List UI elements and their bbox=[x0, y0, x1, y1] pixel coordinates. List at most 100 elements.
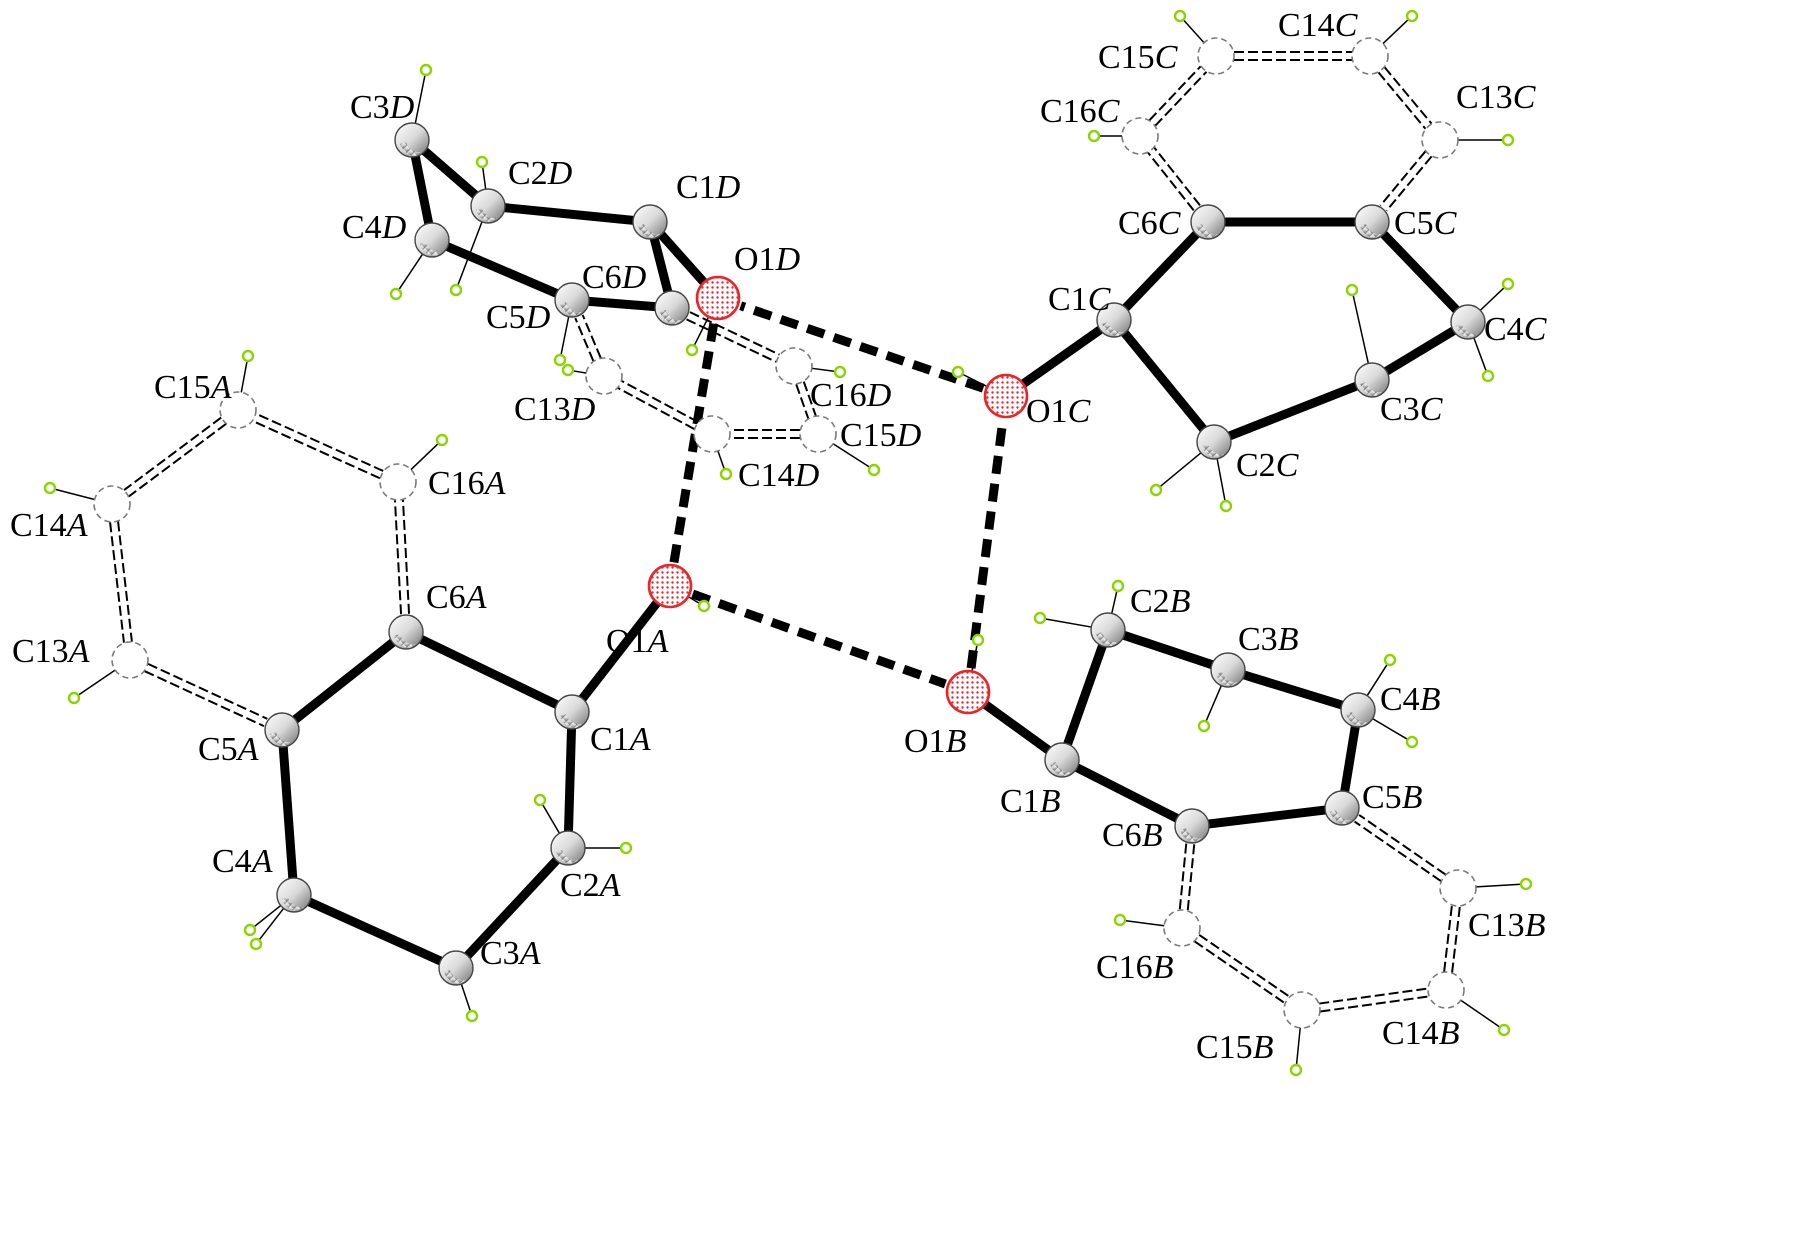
atom-C14B bbox=[1427, 971, 1465, 1009]
bond-C1B-C2B bbox=[1062, 638, 1108, 752]
bond-C5B-C6B bbox=[1201, 805, 1333, 829]
disordered-bond-C15D-C14D bbox=[730, 429, 800, 439]
hydrogen-atom bbox=[1219, 499, 1233, 513]
h-bond-C2B-11 bbox=[1044, 618, 1095, 629]
label-C6D: C6D bbox=[582, 259, 647, 296]
hydrogen-atom-bonds bbox=[54, 18, 1522, 1066]
h-bond-C4A-3 bbox=[258, 905, 287, 941]
label-C6C: C6C bbox=[1118, 205, 1181, 242]
atom-C14C bbox=[1351, 37, 1389, 75]
atom-C1D bbox=[632, 204, 668, 240]
hydrogen-atom bbox=[1405, 9, 1419, 23]
h-bond-C15C-27 bbox=[1182, 19, 1208, 47]
atom-C5B bbox=[1324, 790, 1360, 826]
bond-C5D-C6D bbox=[581, 296, 663, 312]
label-C13A: C13A bbox=[12, 633, 90, 670]
hydrogen-atom bbox=[1481, 369, 1495, 383]
atom-C5D bbox=[554, 282, 590, 318]
atom-C13D bbox=[585, 357, 623, 395]
hydrogen-atom bbox=[465, 1009, 479, 1023]
label-C3C: C3C bbox=[1380, 391, 1443, 428]
label-C6B: C6B bbox=[1102, 817, 1163, 854]
label-C2A: C2A bbox=[560, 867, 621, 904]
disordered-bond-C6B-C16B bbox=[1178, 843, 1196, 911]
bond-C6D-C1D bbox=[648, 231, 674, 299]
h-bond-C2C-21 bbox=[1215, 455, 1226, 502]
hydrogen-atom bbox=[435, 433, 449, 447]
h-bond-C13A-5 bbox=[77, 667, 119, 696]
disordered-bond-C14B-C13B bbox=[1443, 905, 1461, 973]
disordered-bond-C15B-C14B bbox=[1319, 987, 1429, 1013]
atom-C5A bbox=[264, 712, 300, 748]
disordered-bond-C16C-C15C bbox=[1148, 65, 1208, 127]
label-C16B: C16B bbox=[1096, 949, 1174, 986]
h-bond-C4A-4 bbox=[253, 903, 284, 928]
label-C15B: C15B bbox=[1196, 1029, 1274, 1066]
atom-C1B bbox=[1044, 742, 1080, 778]
bond-C1D-O1D bbox=[654, 227, 714, 293]
hydrogen-atom bbox=[1519, 877, 1533, 891]
label-C5B: C5B bbox=[1362, 779, 1423, 816]
hydrogen-atom bbox=[1149, 483, 1163, 497]
label-C5A: C5A bbox=[198, 731, 259, 768]
label-C13B: C13B bbox=[1468, 907, 1546, 944]
label-C15A: C15A bbox=[154, 369, 232, 406]
hydrogen-atom bbox=[553, 353, 567, 367]
hydrogen-atom bbox=[449, 283, 463, 297]
h-bond-C15A-7 bbox=[239, 360, 248, 397]
h-bond-C4C-23 bbox=[1477, 286, 1505, 313]
disordered-bond-C13B-C5B bbox=[1353, 814, 1447, 882]
atom-C13B bbox=[1439, 869, 1477, 907]
bond-C3C-C4C bbox=[1379, 324, 1461, 378]
atom-C6A bbox=[388, 614, 424, 650]
label-C4D: C4D bbox=[342, 209, 407, 246]
atom-C2A bbox=[550, 830, 586, 866]
bond-C4B-C5B bbox=[1339, 719, 1361, 799]
atom-C6D bbox=[654, 290, 690, 326]
h-bond-C2C-20 bbox=[1159, 450, 1204, 488]
atom-C15D bbox=[799, 415, 837, 453]
h-bond-C4B-14 bbox=[1369, 716, 1409, 741]
hydrogen-atom bbox=[561, 363, 575, 377]
label-C15C: C15C bbox=[1098, 39, 1178, 76]
label-C15D: C15D bbox=[840, 417, 922, 454]
disordered-bond-C6C-C16C bbox=[1147, 147, 1201, 211]
atom-C1C bbox=[1096, 302, 1132, 338]
label-C3D: C3D bbox=[350, 89, 415, 126]
disordered-bond-C16A-C15A bbox=[252, 412, 384, 480]
hydrogen-atom bbox=[619, 841, 633, 855]
label-C14B: C14B bbox=[1382, 1015, 1460, 1052]
bond-C6A-C1A bbox=[414, 633, 564, 711]
label-C4C: C4C bbox=[1484, 311, 1547, 348]
bond-C2A-C3A bbox=[461, 853, 563, 963]
atom-C15C bbox=[1197, 37, 1235, 75]
disordered-bond-C15C-C14C bbox=[1234, 51, 1352, 61]
label-C3B: C3B bbox=[1238, 621, 1299, 658]
hydrogen-atom bbox=[533, 793, 547, 807]
label-O1B: O1B bbox=[904, 723, 967, 760]
hydrogen-atom bbox=[1345, 283, 1359, 297]
atom-C4A bbox=[276, 877, 312, 913]
hydrogen-atom bbox=[1197, 719, 1211, 733]
hydrogen-atom bbox=[1501, 277, 1515, 291]
hydrogen-atom bbox=[1289, 1063, 1303, 1077]
label-C1C: C1C bbox=[1048, 281, 1111, 318]
hydrogen-atom bbox=[1087, 129, 1101, 143]
atom-labels: C1AC2AC3AC4AC5AC6AC13AC14AC15AC16AO1AC1B… bbox=[10, 7, 1547, 1066]
h-bond-C3B-12 bbox=[1205, 682, 1224, 722]
atom-C16D bbox=[775, 347, 813, 385]
hydrogen-atom bbox=[1405, 735, 1419, 749]
label-C16C: C16C bbox=[1040, 93, 1120, 130]
hydrogen-atom bbox=[243, 923, 257, 937]
hydrogen-bond-O1C-O1D bbox=[739, 301, 985, 393]
hydrogen-atom bbox=[43, 481, 57, 495]
atom-O1C bbox=[983, 373, 1029, 419]
hydrogen-atom bbox=[867, 463, 881, 477]
label-C5C: C5C bbox=[1394, 205, 1457, 242]
label-C4B: C4B bbox=[1380, 681, 1441, 718]
h-bond-C14A-6 bbox=[54, 488, 99, 502]
h-bond-C13B-15 bbox=[1471, 883, 1522, 888]
h-bond-C4C-24 bbox=[1472, 334, 1487, 372]
